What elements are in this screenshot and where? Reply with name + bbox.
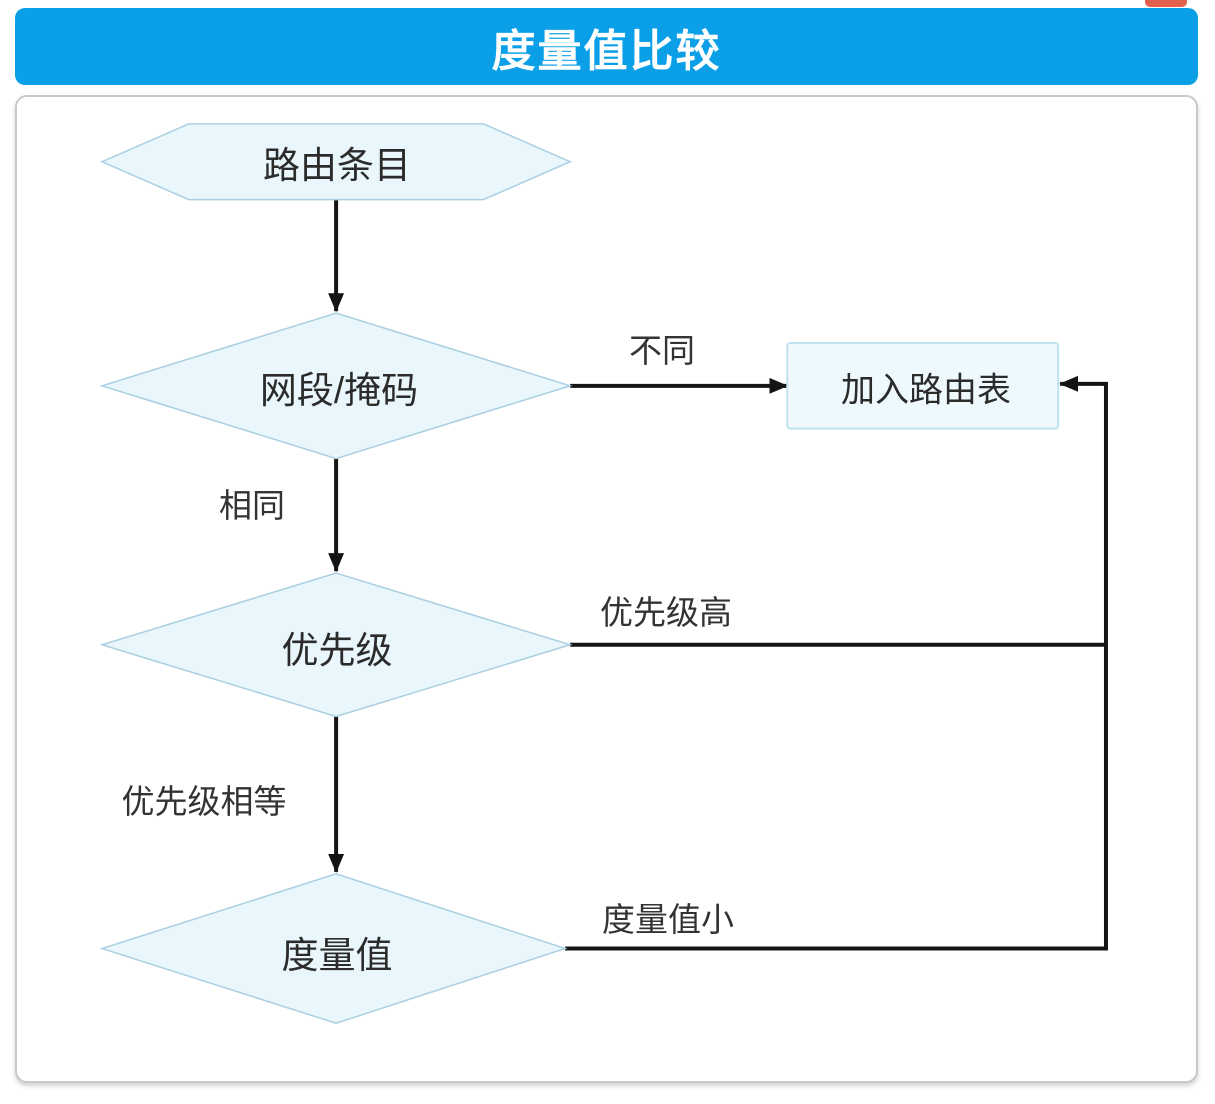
- page-title: 度量值比较: [491, 26, 722, 76]
- diamond-priority-shape: [99, 572, 573, 718]
- node-add-routing-table-label: 加入路由表: [841, 371, 1011, 410]
- edge-label-metric-small: 度量值小: [602, 901, 734, 938]
- edge-label-priority-equal: 优先级相等: [121, 783, 287, 820]
- title-banner: 度量值比较: [15, 8, 1198, 85]
- edge-label-same: 相同: [219, 487, 285, 524]
- hexagon-route-entry-shape: [100, 123, 573, 201]
- node-metric-label: 度量值: [281, 935, 393, 976]
- diamond-net-segment-mask-shape: [99, 312, 573, 460]
- connector-lines: [328, 199, 1108, 951]
- node-route-entry-label: 路由条目: [263, 145, 411, 186]
- node-priority-label: 优先级: [281, 630, 393, 671]
- flowchart-shapes-layer: [99, 123, 1108, 1025]
- edge-label-different: 不同: [629, 332, 695, 369]
- edge-feedback-to-table: [565, 375, 1108, 951]
- flowchart-canvas: 路由条目 网段/掩码 优先级 度量值 加入路由表 不同 相同 优先级高 优先级相…: [15, 95, 1198, 1083]
- edge-label-priority-high: 优先级高: [600, 594, 732, 631]
- partial-red-button[interactable]: [1145, 0, 1187, 7]
- diamond-metric-shape: [99, 873, 568, 1025]
- rect-add-routing-table-shape: [786, 342, 1060, 430]
- node-net-segment-mask-label: 网段/掩码: [259, 370, 419, 411]
